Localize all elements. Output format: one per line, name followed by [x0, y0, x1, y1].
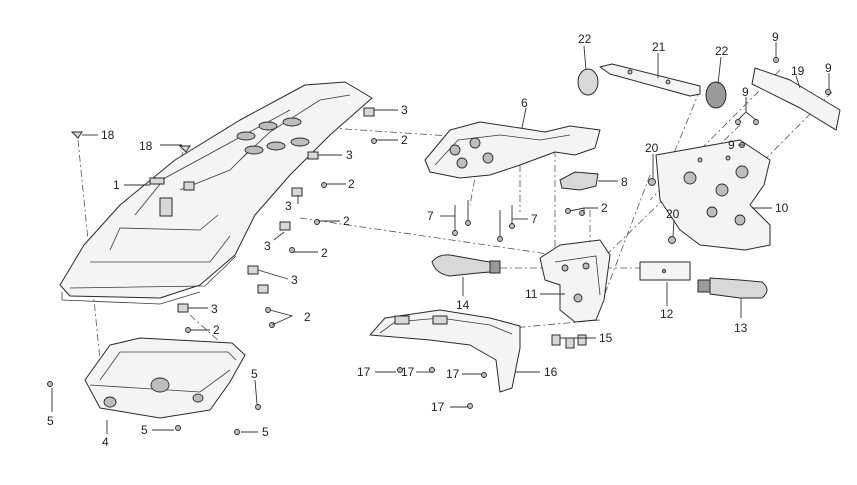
callout-17: 17: [401, 365, 415, 379]
part-13-turn-signal-right: [697, 277, 768, 299]
callout-22: 22: [578, 32, 592, 46]
part-15-bolts: [551, 334, 587, 349]
callout-17: 17: [357, 365, 371, 379]
callout-8: 8: [621, 175, 628, 189]
callout-7: 7: [427, 209, 434, 223]
callout-3: 3: [346, 148, 353, 162]
callout-21: 21: [652, 40, 666, 54]
part-20-nuts: [648, 178, 676, 244]
part-6-bracket: [424, 121, 601, 179]
callout-5: 5: [47, 414, 54, 428]
callout-9: 9: [825, 61, 832, 75]
callout-14: 14: [456, 298, 470, 312]
callout-9: 9: [742, 85, 749, 99]
part-7-bolts: [452, 200, 515, 242]
callout-22: 22: [715, 44, 729, 58]
callout-2: 2: [348, 177, 355, 191]
part-21-reflector-bracket: [599, 63, 701, 97]
callout-2: 2: [601, 201, 608, 215]
callout-3: 3: [291, 273, 298, 287]
callout-2: 2: [401, 133, 408, 147]
callout-19: 19: [791, 64, 805, 78]
callout-2: 2: [321, 246, 328, 260]
callout-5: 5: [262, 425, 269, 439]
part-4-lower-box: [47, 337, 261, 435]
callout-12: 12: [660, 307, 674, 321]
callout-16: 16: [544, 365, 558, 379]
part-16-rear-fender: [369, 309, 521, 409]
tray-clips: [70, 107, 377, 333]
callout-1: 1: [113, 178, 120, 192]
callout-18: 18: [101, 128, 115, 142]
callout-labels: 22 21 22 9 19 9 9 9 3 2 18 18 3 2 1 3 2 …: [47, 30, 832, 449]
callout-5: 5: [141, 423, 148, 437]
callout-20: 20: [666, 207, 680, 221]
callout-6: 6: [521, 96, 528, 110]
callout-3: 3: [264, 239, 271, 253]
part-10-plate-bracket: [655, 139, 771, 251]
callout-10: 10: [775, 201, 789, 215]
part-11-mount: [539, 239, 611, 323]
callout-11: 11: [525, 287, 538, 301]
callout-9: 9: [728, 138, 735, 152]
part-8-clip: [559, 171, 599, 216]
callout-2: 2: [343, 214, 350, 228]
callout-3: 3: [285, 199, 292, 213]
callout-4: 4: [102, 435, 109, 449]
callout-9: 9: [772, 30, 779, 44]
callout-2: 2: [304, 310, 311, 324]
callout-15: 15: [599, 331, 613, 345]
callout-3: 3: [401, 103, 408, 117]
callout-5: 5: [251, 367, 258, 381]
callout-17: 17: [431, 400, 445, 414]
callout-3: 3: [211, 302, 218, 316]
callout-20: 20: [645, 141, 659, 155]
part-14-turn-signal-left: [431, 254, 501, 277]
part-22-reflectors: [577, 68, 727, 109]
callout-18: 18: [139, 139, 153, 153]
part-1-undertray: [59, 81, 373, 305]
leader-lines: [51, 42, 830, 434]
part-19-license-plate: [751, 67, 841, 131]
callout-13: 13: [734, 321, 748, 335]
callout-17: 17: [446, 367, 460, 381]
part-12-plate-light: [639, 261, 691, 281]
callout-7: 7: [531, 212, 538, 226]
callout-2: 2: [213, 323, 220, 337]
